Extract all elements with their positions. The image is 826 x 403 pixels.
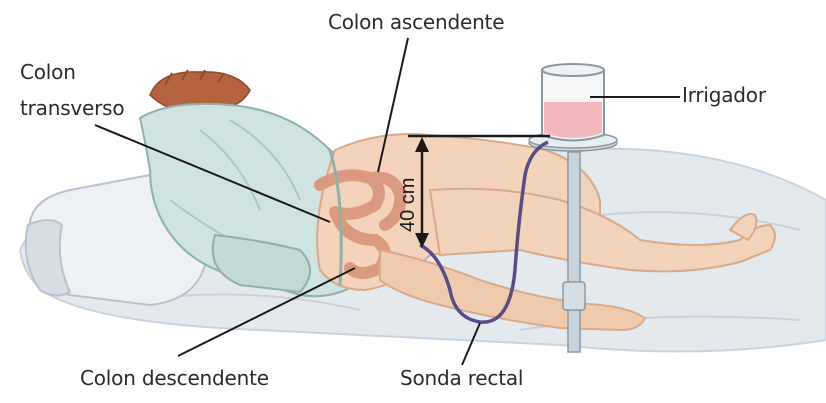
pole-clamp: [563, 282, 585, 310]
height-label: 40 cm: [397, 178, 419, 232]
label-irrigador: Irrigador: [682, 83, 766, 107]
label-colon-transverso-line1: Colon: [20, 60, 76, 84]
label-colon-transverso-line2: transverso: [20, 96, 124, 120]
label-sonda-rectal: Sonda rectal: [400, 366, 523, 390]
pole: [568, 152, 580, 352]
irrigator-fluid: [544, 102, 602, 138]
label-colon-ascendente: Colon ascendente: [328, 10, 504, 34]
irrigator-rim: [542, 64, 604, 76]
label-colon-descendente: Colon descendente: [80, 366, 269, 390]
